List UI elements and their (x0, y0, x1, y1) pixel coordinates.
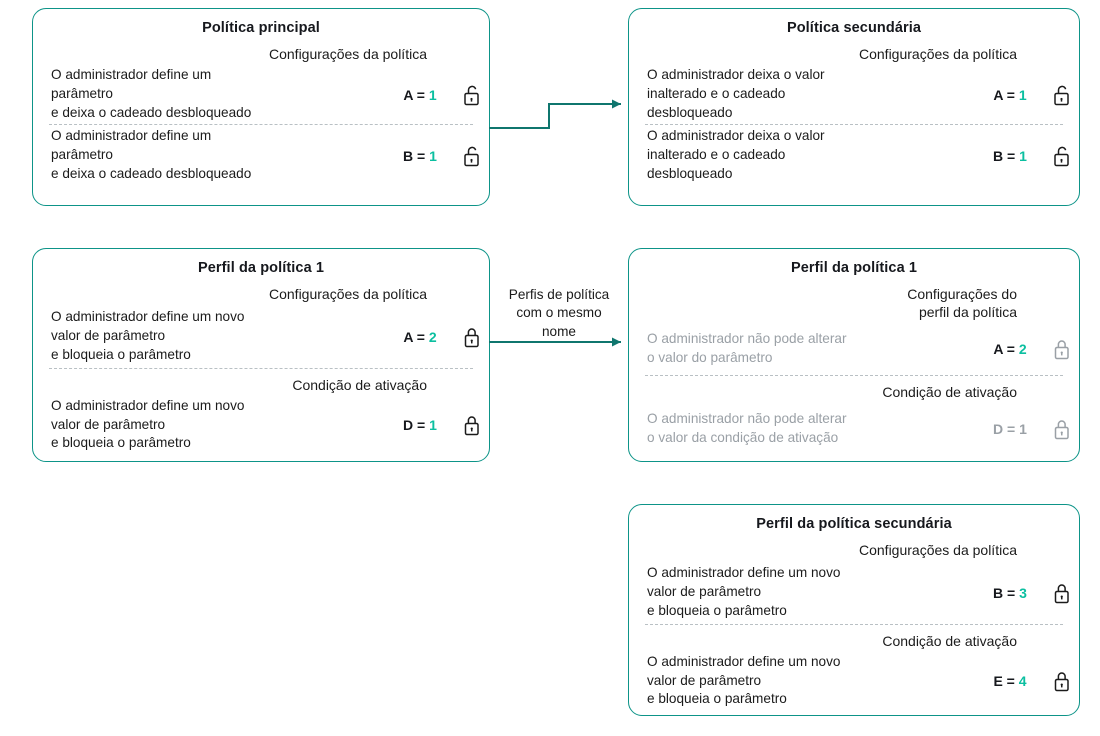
card-title: Política principal (202, 20, 320, 36)
row-description: O administrador deixa o valor inalterado… (629, 66, 975, 122)
locked-padlock-icon (1045, 338, 1079, 360)
row-description-line: O administrador define um novo (51, 309, 245, 325)
row-description-line: e bloqueia o parâmetro (51, 346, 191, 362)
section-heading: Condição de ativação (882, 384, 1017, 400)
connector-label-line: nome (541, 323, 576, 339)
policy-row: O administrador define um novo valor de … (629, 650, 1079, 712)
row-description: O administrador não pode alterar o valor… (629, 410, 975, 448)
row-description: O administrador define um novo valor de … (33, 308, 385, 364)
row-description-line: O administrador define um (51, 67, 212, 83)
row-description-line: o valor da condição de ativação (647, 429, 839, 445)
row-value: E = 4 (993, 673, 1027, 689)
policy-row: O administrador define um novo valor de … (629, 562, 1079, 624)
row-description-line: O administrador define um novo (51, 397, 245, 413)
section-heading: Configurações da política (269, 46, 427, 62)
card-perfil-politica-secundaria: Perfil da política secundária Configuraç… (628, 504, 1080, 716)
row-description-line: desbloqueado (647, 104, 733, 120)
locked-padlock-icon (455, 414, 489, 436)
policy-row: O administrador define um parâmetro e de… (33, 66, 489, 124)
card-title: Perfil da política secundária (756, 516, 952, 532)
unlocked-padlock-icon (455, 84, 489, 106)
row-divider (645, 623, 1063, 625)
row-description-line: desbloqueado (647, 165, 733, 181)
section-heading: Configurações da política (269, 286, 427, 302)
section-heading: Configurações do perfil da política (629, 286, 1079, 321)
section-heading: Condição de ativação (882, 632, 1017, 649)
row-divider (645, 123, 1063, 125)
row-value: A = 2 (993, 341, 1027, 357)
row-description-line: e bloqueia o parâmetro (51, 435, 191, 451)
row-description-line: O administrador define um (51, 128, 212, 144)
locked-padlock-icon (1045, 670, 1079, 692)
row-divider (645, 375, 1063, 376)
section-heading: Configurações da política (859, 46, 1017, 62)
row-value: B = 1 (993, 147, 1027, 164)
row-description-line: parâmetro (51, 86, 113, 102)
card-title: Política secundária (786, 20, 922, 36)
policy-row: O administrador define um parâmetro e de… (33, 125, 489, 187)
unlocked-padlock-icon (1045, 145, 1079, 167)
row-divider (49, 123, 473, 125)
card-politica-principal: Política principal Configurações da polí… (32, 8, 490, 206)
row-description-line: valor de parâmetro (647, 584, 762, 600)
section-heading: Condição de ativação (292, 376, 427, 393)
row-description: O administrador não pode alterar o valor… (629, 330, 975, 368)
card-title: Perfil da política 1 (790, 260, 918, 276)
card-perfil-politica-1-left: Perfil da política 1 Configurações da po… (32, 248, 490, 462)
row-description-line: O administrador deixa o valor (647, 67, 825, 83)
row-description: O administrador define um parâmetro e de… (33, 127, 385, 183)
policy-row: O administrador não pode alterar o valor… (629, 402, 1079, 456)
row-value: D = 1 (993, 420, 1027, 437)
row-description-line: parâmetro (51, 147, 113, 163)
section-heading-line: perfil da política (918, 303, 1017, 320)
row-description: O administrador define um parâmetro e de… (33, 66, 385, 122)
policy-row: O administrador deixa o valor inalterado… (629, 125, 1079, 187)
policy-row: O administrador não pode alterar o valor… (629, 323, 1079, 375)
row-description-line: o valor do parâmetro (647, 350, 773, 365)
row-description: O administrador deixa o valor inalterado… (629, 127, 975, 183)
row-description: O administrador define um novo valor de … (629, 564, 975, 620)
row-value: A = 1 (993, 86, 1027, 103)
section-heading: Configurações da política (859, 542, 1017, 558)
row-value: A = 1 (403, 86, 437, 103)
row-value: A = 2 (403, 328, 437, 345)
locked-padlock-icon (1045, 418, 1079, 440)
row-description-line: e bloqueia o parâmetro (647, 602, 787, 618)
row-description-line: e bloqueia o parâmetro (647, 691, 787, 707)
connector-arrow-middle (489, 337, 621, 347)
locked-padlock-icon (1045, 582, 1079, 604)
connector-label: Perfis de política com o mesmo nome (496, 286, 622, 341)
row-value: D = 1 (403, 417, 437, 433)
policy-row: O administrador deixa o valor inalterado… (629, 66, 1079, 124)
row-description-line: O administrador não pode alterar (647, 331, 847, 347)
row-value: B = 3 (993, 584, 1027, 601)
connector-label-line: Perfis de política (508, 287, 610, 302)
policy-row: O administrador define um novo valor de … (33, 306, 489, 368)
connector-arrow-top (489, 99, 621, 129)
card-perfil-politica-1-right: Perfil da política 1 Configurações do pe… (628, 248, 1080, 462)
row-description-line: O administrador deixa o valor (647, 128, 825, 144)
row-description: O administrador define um novo valor de … (629, 653, 975, 709)
row-description-line: e deixa o cadeado desbloqueado (51, 104, 252, 120)
unlocked-padlock-icon (455, 145, 489, 167)
row-description-line: valor de parâmetro (51, 416, 166, 432)
card-politica-secundaria: Política secundária Configurações da pol… (628, 8, 1080, 206)
row-description-line: e deixa o cadeado desbloqueado (51, 165, 252, 181)
locked-padlock-icon (455, 326, 489, 348)
policy-row: O administrador define um novo valor de … (33, 394, 489, 456)
row-description-line: O administrador define um novo (647, 653, 841, 669)
row-description-line: O administrador define um novo (647, 565, 841, 581)
unlocked-padlock-icon (1045, 84, 1079, 106)
row-description-line: inalterado e o cadeado (647, 86, 786, 102)
row-value: B = 1 (403, 147, 437, 164)
row-description-line: valor de parâmetro (51, 328, 166, 344)
row-description-line: inalterado e o cadeado (647, 147, 786, 163)
row-description-line: O administrador não pode alterar (647, 410, 847, 426)
connector-label-line: com o mesmo (516, 305, 602, 321)
row-description-line: valor de parâmetro (647, 672, 762, 688)
card-title: Perfil da política 1 (197, 260, 325, 276)
row-divider (49, 367, 473, 369)
row-description: O administrador define um novo valor de … (33, 397, 385, 453)
section-heading-line: Configurações do (907, 286, 1017, 302)
